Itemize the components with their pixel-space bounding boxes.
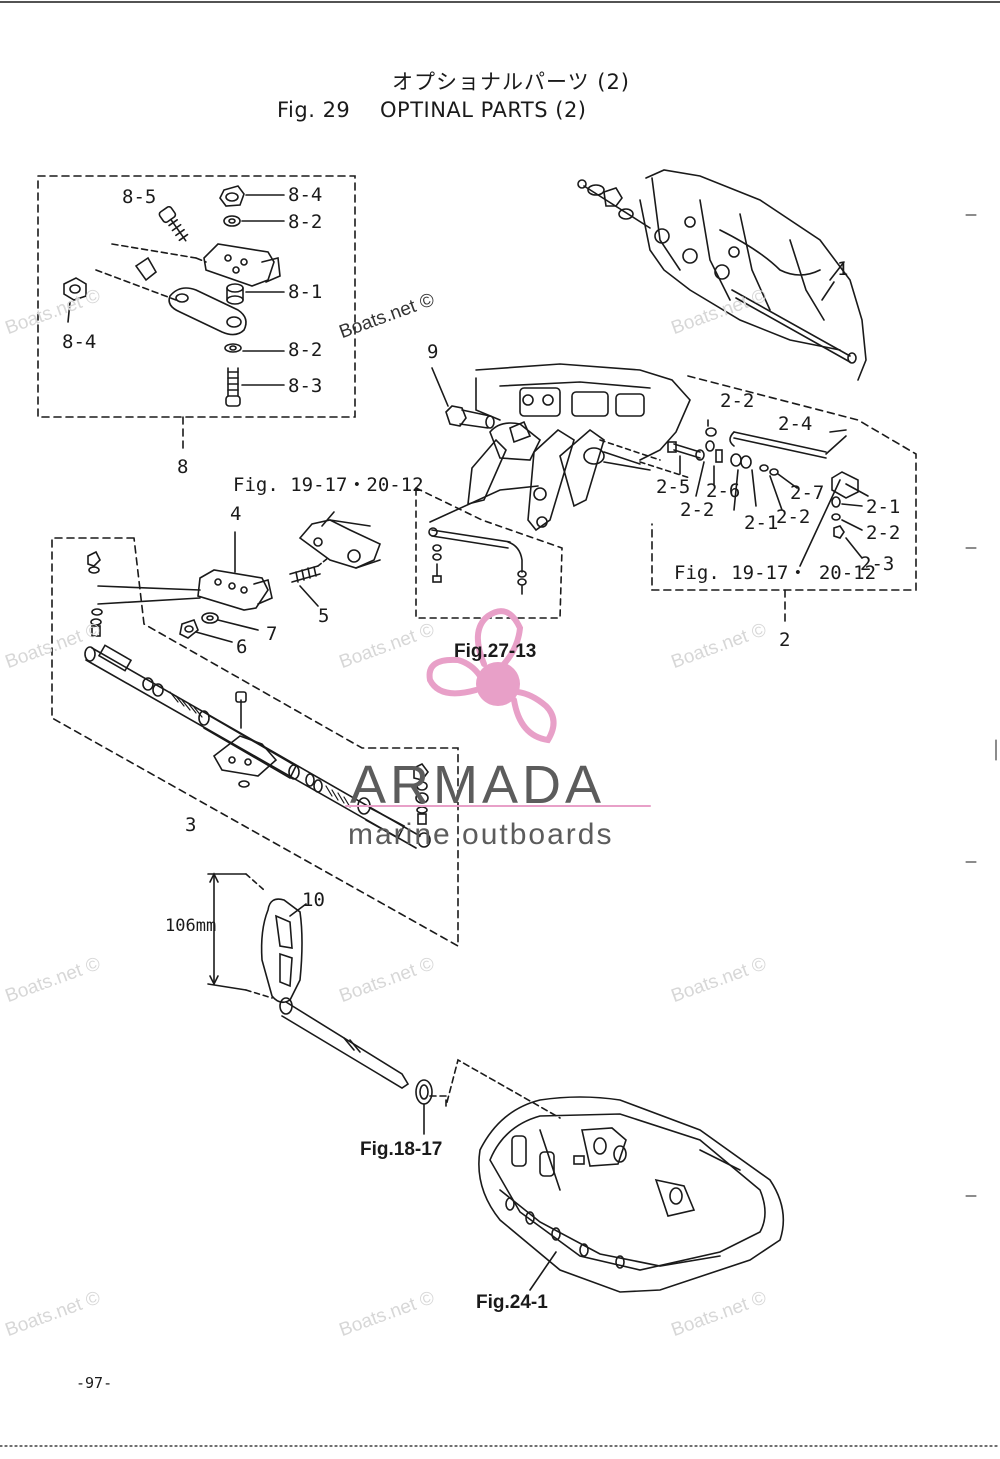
part-label-8-5: 8-5 bbox=[122, 186, 157, 208]
part-label-8-3: 8-3 bbox=[288, 375, 323, 397]
part-label-4: 4 bbox=[230, 503, 242, 525]
part-label-2-2: 2-2 bbox=[776, 506, 811, 528]
part-label-8-4: 8-4 bbox=[288, 184, 323, 206]
armada-logo-propeller bbox=[426, 608, 557, 744]
part-label-2-6: 2-6 bbox=[706, 480, 741, 502]
logo-armada: ARMADA bbox=[350, 755, 606, 815]
margin-ticks bbox=[965, 214, 997, 1197]
part-label-2-2: 2-2 bbox=[720, 390, 755, 412]
part-label-2-1: 2-1 bbox=[744, 512, 779, 534]
part-label-2-2: 2-2 bbox=[866, 522, 901, 544]
part-label-2-5: 2-5 bbox=[656, 476, 691, 498]
center-linkage-assembly bbox=[429, 363, 691, 532]
part-label-2-3: 2-3 bbox=[860, 553, 895, 575]
ref-fig-19-17-20-12: Fig. 19-17・20-12 bbox=[233, 474, 424, 496]
fig27-parts bbox=[428, 527, 527, 595]
engine-mount-assembly bbox=[577, 169, 867, 381]
group-2-parts bbox=[667, 419, 869, 567]
part-label-2-2: 2-2 bbox=[680, 499, 715, 521]
fig19-bracket-and-bolt-5 bbox=[289, 511, 382, 607]
part-label-10: 10 bbox=[302, 889, 325, 911]
part-label-5: 5 bbox=[318, 605, 330, 627]
part-label-8-4: 8-4 bbox=[62, 331, 97, 353]
part-label-8-2: 8-2 bbox=[288, 339, 323, 361]
lower-cowling-assembly bbox=[478, 1096, 785, 1293]
part-label-3: 3 bbox=[185, 814, 197, 836]
ref-fig-18-17: Fig.18-17 bbox=[360, 1139, 443, 1160]
part-label-2-7: 2-7 bbox=[790, 482, 825, 504]
part-label-2: 2 bbox=[779, 629, 791, 651]
ref-fig-27-13: Fig.27-13 bbox=[454, 641, 537, 662]
part-label-8: 8 bbox=[177, 456, 189, 478]
group-3-parts bbox=[84, 531, 431, 849]
part-label-9: 9 bbox=[427, 341, 439, 363]
part-label-2-4: 2-4 bbox=[778, 413, 813, 435]
part-label-2-1: 2-1 bbox=[866, 496, 901, 518]
part-label-6: 6 bbox=[236, 636, 248, 658]
logo-marine-outboards: marine outboards bbox=[348, 818, 614, 851]
part-label-8-2: 8-2 bbox=[288, 211, 323, 233]
ref-fig-24-1: Fig.24-1 bbox=[476, 1292, 548, 1313]
part-label-1: 1 bbox=[837, 258, 849, 280]
title-english: OPTINAL PARTS (2) bbox=[380, 98, 587, 122]
fig27-box bbox=[415, 487, 563, 619]
ref-fig-19-17-20-12: Fig. 19-17・ 20-12 bbox=[674, 562, 877, 584]
group-8-parts bbox=[63, 185, 285, 407]
dimension-label: 106mm bbox=[165, 916, 217, 936]
tiller-handle-10 bbox=[207, 872, 561, 1135]
group-8-box bbox=[37, 175, 356, 453]
group-2-box bbox=[651, 375, 917, 623]
figure-number: Fig. 29 bbox=[277, 98, 351, 122]
title-japanese: オプショナルパーツ (2) bbox=[392, 70, 631, 94]
group-3-box bbox=[51, 537, 459, 948]
page-number: -97- bbox=[76, 1374, 113, 1392]
part-label-8-1: 8-1 bbox=[288, 281, 323, 303]
part-label-7: 7 bbox=[266, 623, 278, 645]
